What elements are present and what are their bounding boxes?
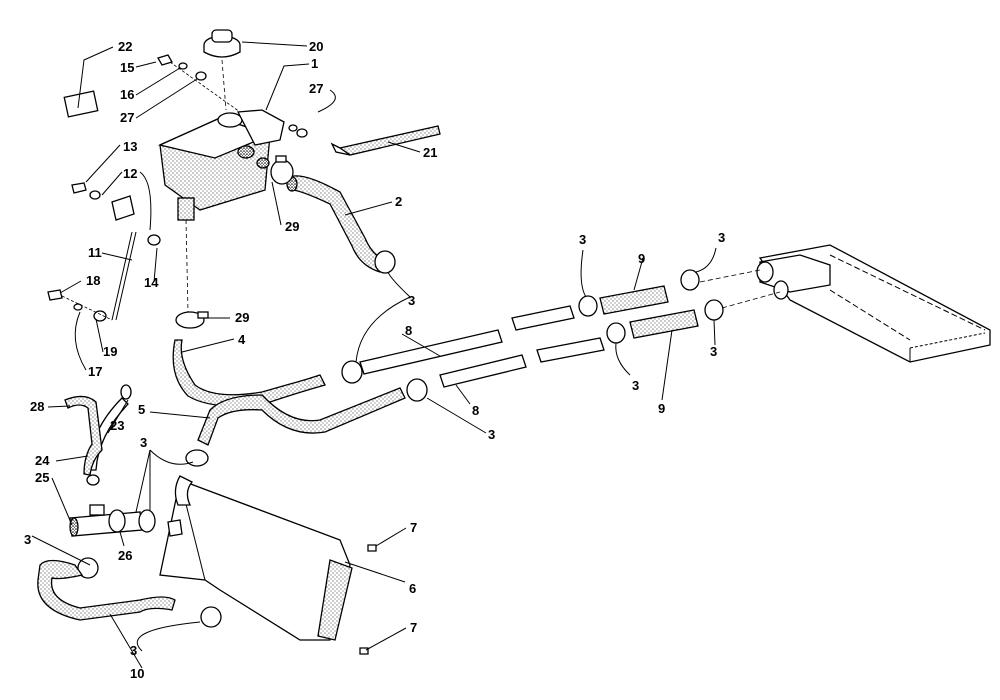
- outlet-fitting: [167, 519, 183, 537]
- callout-16: 16: [120, 87, 134, 102]
- radiator-plate: [159, 479, 353, 641]
- callout-18: 18: [86, 273, 100, 288]
- bracket-assembly: [47, 182, 161, 322]
- callout-6: 6: [409, 581, 416, 596]
- centerline-b: [721, 291, 781, 309]
- tube-lower-mid: [536, 337, 605, 363]
- callout-3-g: 3: [140, 435, 147, 450]
- elbow-fitting: [174, 475, 194, 506]
- clamp-29-top: [270, 155, 294, 185]
- callout-5: 5: [138, 402, 145, 417]
- tank-fasteners: [157, 54, 308, 138]
- coolant-tank: [157, 109, 285, 221]
- callout-3-a: 3: [408, 293, 415, 308]
- fitting-23: [120, 384, 132, 400]
- callout-20: 20: [309, 39, 323, 54]
- callout-15: 15: [120, 60, 134, 75]
- callout-8-upper: 8: [405, 323, 412, 338]
- tube-8-upper: [359, 329, 503, 375]
- tube-8-lower: [439, 354, 527, 388]
- callout-7-upper: 7: [410, 520, 417, 535]
- callout-17: 17: [88, 364, 102, 379]
- callout-10: 10: [130, 666, 144, 681]
- callout-14: 14: [144, 275, 159, 290]
- callout-4: 4: [238, 332, 246, 347]
- tee-fitting: [69, 504, 156, 537]
- callout-2: 2: [395, 194, 402, 209]
- screw-7-upper: [367, 544, 377, 552]
- callout-3-i: 3: [130, 643, 137, 658]
- tube-upper-mid: [511, 305, 575, 331]
- callout-24: 24: [35, 453, 50, 468]
- callout-23: 23: [110, 418, 124, 433]
- callout-9-upper: 9: [638, 251, 645, 266]
- callout-9-lower: 9: [658, 401, 665, 416]
- hose-4: [172, 339, 326, 407]
- screw-7-lower: [359, 647, 369, 655]
- hose-2: [287, 175, 386, 273]
- callout-27-right: 27: [309, 81, 323, 96]
- callout-19: 19: [103, 344, 117, 359]
- callout-29-lower: 29: [235, 310, 249, 325]
- centerline-a: [699, 269, 761, 283]
- callout-26: 26: [118, 548, 132, 563]
- callout-labels: 22 15 16 27 20 1 27 21 13 12 2 29 11 14 …: [24, 39, 725, 681]
- callout-21: 21: [423, 145, 437, 160]
- callout-7-lower: 7: [410, 620, 417, 635]
- clamp-29-lower: [175, 311, 209, 329]
- radiator-cap: [203, 29, 241, 111]
- callout-12: 12: [123, 166, 137, 181]
- hose-28: [64, 395, 103, 476]
- callout-8-lower: 8: [472, 403, 479, 418]
- decal: [63, 90, 99, 118]
- callout-29-top: 29: [285, 219, 299, 234]
- callout-3-b: 3: [579, 232, 586, 247]
- callout-27-left: 27: [120, 110, 134, 125]
- callout-3-h: 3: [24, 532, 31, 547]
- hose-10: [37, 559, 176, 621]
- callout-22: 22: [118, 39, 132, 54]
- callout-13: 13: [123, 139, 137, 154]
- leader-lines: [31, 41, 717, 669]
- clamp-23: [86, 474, 100, 486]
- callout-25: 25: [35, 470, 49, 485]
- callout-28: 28: [30, 399, 44, 414]
- callout-3-c: 3: [718, 230, 725, 245]
- callout-1: 1: [311, 56, 318, 71]
- callout-3-d: 3: [710, 344, 717, 359]
- centerline-drain: [185, 219, 189, 313]
- callout-3-f: 3: [488, 427, 495, 442]
- callout-3-e: 3: [632, 378, 639, 393]
- callout-11: 11: [88, 245, 102, 260]
- hose-5: [197, 387, 406, 446]
- hose-9-lower: [629, 309, 699, 339]
- clamps-3: [77, 250, 724, 628]
- hose-9-upper: [599, 285, 669, 315]
- heat-exchanger: [756, 244, 991, 363]
